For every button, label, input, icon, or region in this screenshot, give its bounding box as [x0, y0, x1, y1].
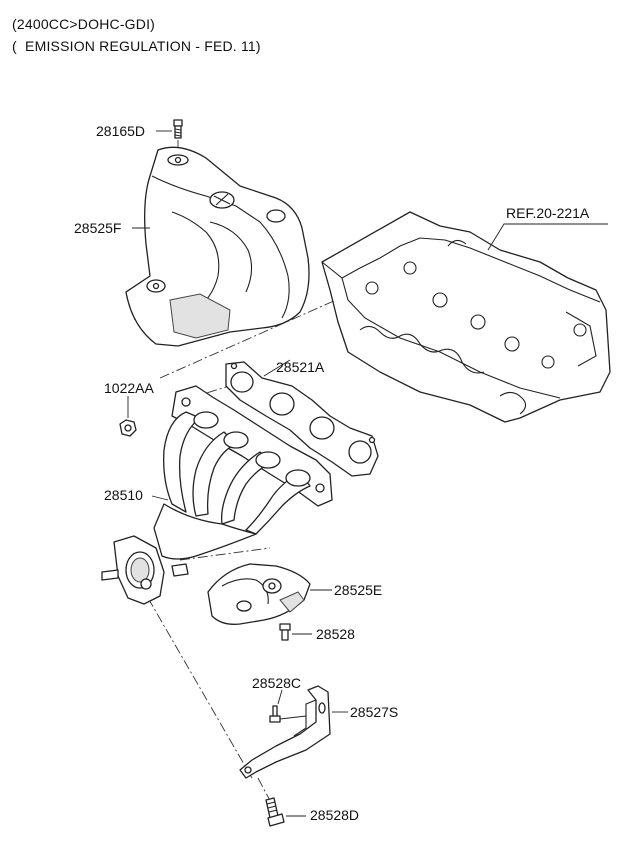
label-28510: 28510 [104, 487, 143, 503]
bracket-28527s [239, 685, 331, 779]
leader-28528c [277, 689, 283, 705]
upper-heat-shield [125, 146, 310, 347]
lower-heat-shield [207, 563, 311, 625]
assembly-line-shield [159, 299, 337, 379]
exhaust-gasket [225, 361, 379, 477]
ref-leader-line [487, 223, 608, 251]
cylinder-head [321, 211, 611, 423]
label-ref: REF.20-221A [506, 205, 590, 221]
leader-28521a [263, 359, 291, 377]
bolt-28528d [265, 797, 285, 827]
label-28528c: 28528C [252, 675, 301, 691]
bolt-28528c [269, 705, 307, 723]
label-28527s: 28527S [350, 704, 398, 720]
assembly-line-bracket [147, 597, 253, 779]
label-28165d: 28165D [96, 123, 145, 139]
bolt-28528 [279, 623, 291, 641]
label-28528: 28528 [316, 626, 355, 642]
leader-28510 [151, 495, 169, 501]
bolt-28165d [173, 119, 183, 139]
exhaust-manifold [101, 385, 333, 605]
label-28525f: 28525F [74, 220, 121, 236]
label-28525e: 28525E [334, 582, 382, 598]
label-1022aa: 1022AA [104, 380, 154, 396]
header-engine-spec: (2400CC>DOHC-GDI) [12, 16, 156, 32]
nut-1022aa [119, 419, 137, 437]
label-28521a: 28521A [276, 359, 325, 375]
assembly-line-lower-shield [179, 547, 271, 561]
header-emission-regulation: ( EMISSION REGULATION - FED. 11) [12, 38, 261, 54]
label-28528d: 28528D [310, 807, 359, 823]
